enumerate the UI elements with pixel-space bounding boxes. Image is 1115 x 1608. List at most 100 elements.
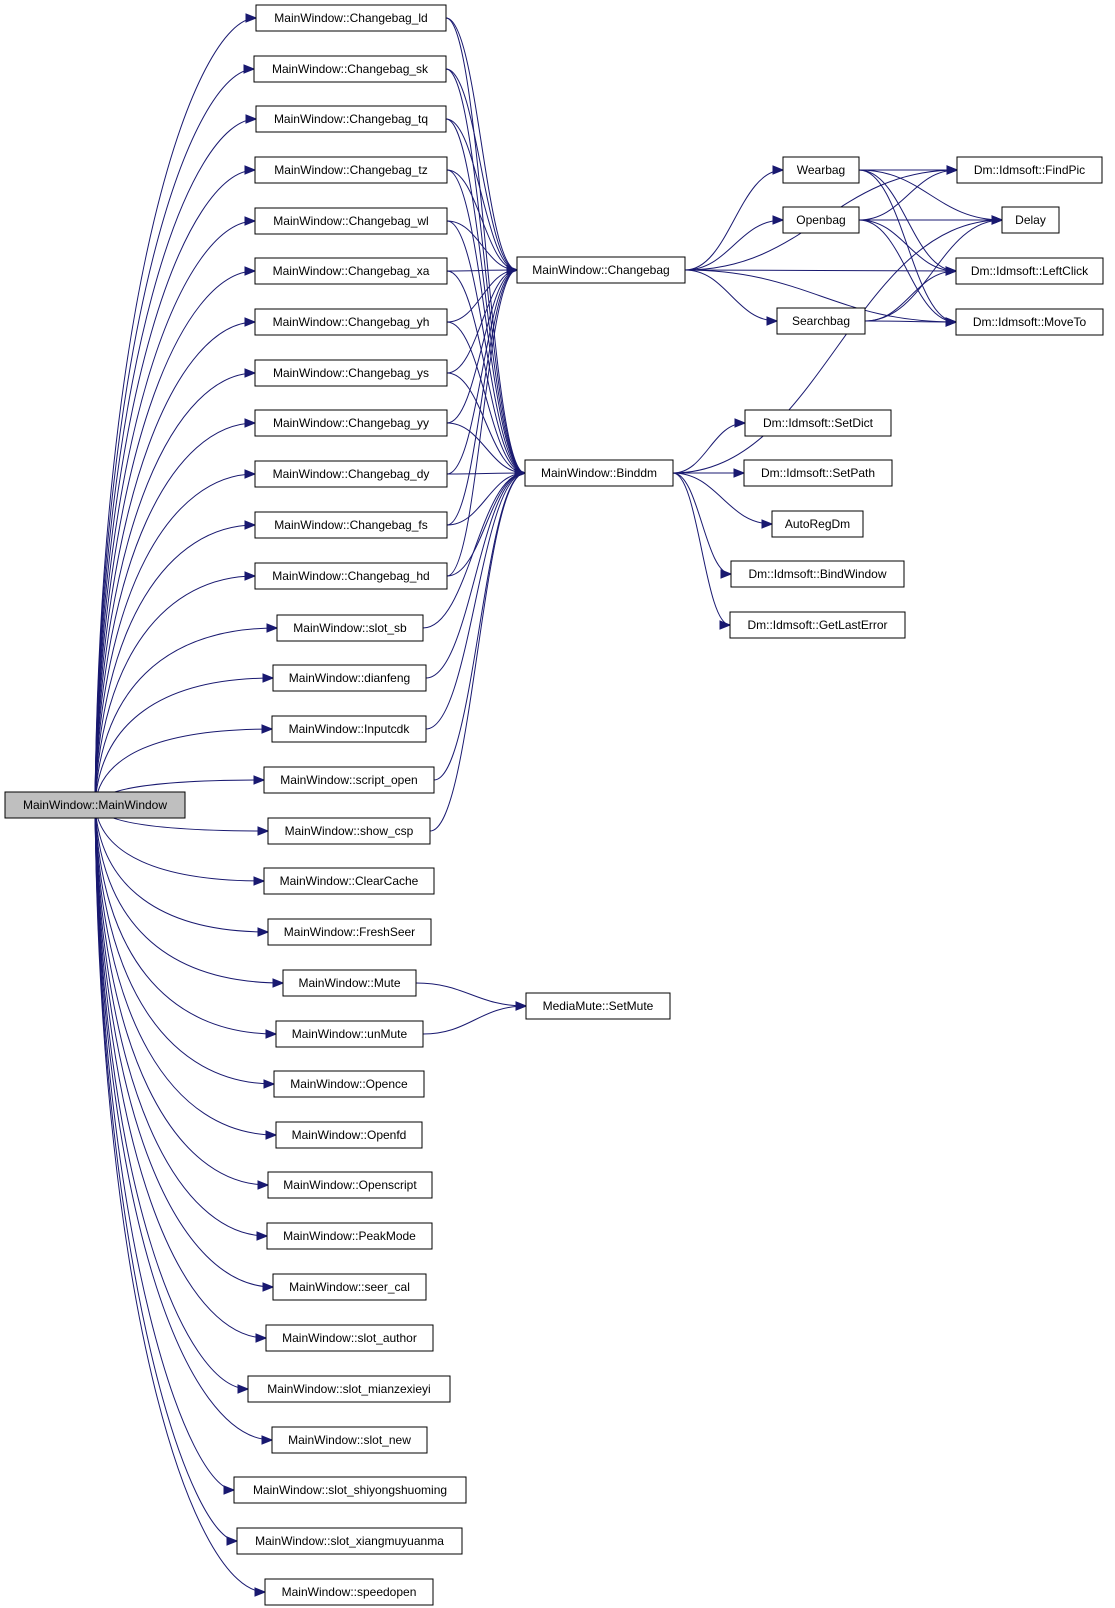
node-speedopen[interactable]: MainWindow::speedopen <box>264 1578 434 1606</box>
node-slot_xiangmu[interactable]: MainWindow::slot_xiangmuyuanma <box>236 1527 463 1555</box>
node-wearbag[interactable]: Wearbag <box>782 156 860 184</box>
edge-changebag-to-searchbag <box>684 269 778 322</box>
node-peakmode[interactable]: MainWindow::PeakMode <box>266 1222 433 1250</box>
node-slot_sb[interactable]: MainWindow::slot_sb <box>276 614 424 642</box>
node-cb_ld[interactable]: MainWindow::Changebag_ld <box>255 4 447 32</box>
node-label-cb_ld: MainWindow::Changebag_ld <box>274 11 427 25</box>
node-script_open[interactable]: MainWindow::script_open <box>263 766 435 794</box>
node-label-autoregdm: AutoRegDm <box>785 517 850 531</box>
arrowhead-changebag-to-wearbag <box>772 165 785 175</box>
node-autoregdm[interactable]: AutoRegDm <box>771 510 864 538</box>
node-slot_author[interactable]: MainWindow::slot_author <box>265 1324 434 1352</box>
edge-root-to-cb_yy <box>94 422 256 806</box>
edge-binddm-to-delay <box>672 219 1003 474</box>
node-unmute[interactable]: MainWindow::unMute <box>275 1020 424 1048</box>
node-label-openbag: Openbag <box>796 213 845 227</box>
edge-cb_ys-to-changebag <box>446 269 518 374</box>
node-slot_shiyong[interactable]: MainWindow::slot_shiyongshuoming <box>233 1476 467 1504</box>
node-label-show_csp: MainWindow::show_csp <box>285 824 414 838</box>
node-cb_yh[interactable]: MainWindow::Changebag_yh <box>254 308 448 336</box>
node-show_csp[interactable]: MainWindow::show_csp <box>267 817 431 845</box>
edge-cb_tz-to-binddm <box>446 169 526 474</box>
arrowhead-root-to-unmute <box>265 1029 278 1039</box>
node-setmute[interactable]: MediaMute::SetMute <box>525 992 671 1020</box>
node-slot_mianze[interactable]: MainWindow::slot_mianzexieyi <box>247 1375 451 1403</box>
node-cb_ys[interactable]: MainWindow::Changebag_ys <box>254 359 448 387</box>
node-inputcdk[interactable]: MainWindow::Inputcdk <box>271 715 427 743</box>
node-label-cb_tq: MainWindow::Changebag_tq <box>274 112 428 126</box>
node-setdict[interactable]: Dm::Idmsoft::SetDict <box>744 409 892 437</box>
node-searchbag[interactable]: Searchbag <box>776 307 866 335</box>
node-cb_wl[interactable]: MainWindow::Changebag_wl <box>254 207 448 235</box>
arrowhead-root-to-cb_fs <box>244 520 257 530</box>
arrowhead-root-to-slot_mianze <box>237 1384 250 1394</box>
node-clearcache[interactable]: MainWindow::ClearCache <box>263 867 435 895</box>
node-label-cb_wl: MainWindow::Changebag_wl <box>273 214 428 228</box>
node-moveto[interactable]: Dm::Idmsoft::MoveTo <box>955 308 1104 336</box>
arrowhead-root-to-opence <box>263 1079 276 1089</box>
node-cb_xa[interactable]: MainWindow::Changebag_xa <box>254 257 448 285</box>
edge-cb_yy-to-binddm <box>446 422 526 474</box>
node-cb_fs[interactable]: MainWindow::Changebag_fs <box>254 511 448 539</box>
node-label-seer_cal: MainWindow::seer_cal <box>289 1280 410 1294</box>
arrowhead-root-to-freshseer <box>257 927 270 937</box>
node-slot_new[interactable]: MainWindow::slot_new <box>271 1426 428 1454</box>
node-box-cb_ys <box>254 359 448 387</box>
node-label-slot_xiangmu: MainWindow::slot_xiangmuyuanma <box>255 1534 444 1548</box>
node-label-setpath: Dm::Idmsoft::SetPath <box>761 466 875 480</box>
node-box-cb_dy <box>254 460 448 488</box>
arrowhead-root-to-openfd <box>265 1130 278 1140</box>
node-freshseer[interactable]: MainWindow::FreshSeer <box>267 918 432 946</box>
node-cb_hd[interactable]: MainWindow::Changebag_hd <box>254 562 448 590</box>
arrowhead-root-to-cb_yy <box>244 418 257 428</box>
arrowhead-root-to-slot_author <box>255 1333 268 1343</box>
edge-root-to-slot_shiyong <box>94 804 235 1491</box>
node-openscript[interactable]: MainWindow::Openscript <box>267 1171 433 1199</box>
node-label-freshseer: MainWindow::FreshSeer <box>284 925 415 939</box>
node-dianfeng[interactable]: MainWindow::dianfeng <box>272 664 427 692</box>
arrowhead-root-to-inputcdk <box>261 724 274 734</box>
node-cb_dy[interactable]: MainWindow::Changebag_dy <box>254 460 448 488</box>
node-cb_yy[interactable]: MainWindow::Changebag_yy <box>254 409 448 437</box>
edge-changebag-to-leftclick <box>684 269 957 272</box>
node-findpic[interactable]: Dm::Idmsoft::FindPic <box>956 156 1103 184</box>
node-root[interactable]: MainWindow::MainWindow <box>4 791 186 819</box>
edge-inputcdk-to-binddm <box>425 472 526 730</box>
node-setpath[interactable]: Dm::Idmsoft::SetPath <box>743 459 893 487</box>
node-cb_tq[interactable]: MainWindow::Changebag_tq <box>255 105 447 133</box>
node-box-delay <box>1001 206 1060 234</box>
node-box-cb_wl <box>254 207 448 235</box>
node-getlasterror[interactable]: Dm::Idmsoft::GetLastError <box>729 611 906 639</box>
node-delay[interactable]: Delay <box>1001 206 1060 234</box>
arrowhead-binddm-to-getlasterror <box>719 620 732 630</box>
node-box-findpic <box>956 156 1103 184</box>
node-openbag[interactable]: Openbag <box>782 206 860 234</box>
node-mute[interactable]: MainWindow::Mute <box>282 969 417 997</box>
node-changebag[interactable]: MainWindow::Changebag <box>516 256 686 284</box>
node-binddm[interactable]: MainWindow::Binddm <box>524 459 674 487</box>
arrowhead-root-to-cb_dy <box>244 469 257 479</box>
edge-mute-to-setmute <box>415 982 527 1007</box>
edge-cb_ld-to-changebag <box>445 17 518 271</box>
edge-binddm-to-setdict <box>672 422 746 474</box>
arrowhead-binddm-to-bindwindow <box>720 569 733 579</box>
node-cb_sk[interactable]: MainWindow::Changebag_sk <box>253 55 447 83</box>
arrowhead-show_csp-to-binddm <box>514 468 527 478</box>
arrowhead-searchbag-to-moveto <box>945 317 958 327</box>
arrowhead-binddm-to-autoregdm <box>761 519 774 529</box>
node-opence[interactable]: MainWindow::Opence <box>273 1070 425 1098</box>
node-seer_cal[interactable]: MainWindow::seer_cal <box>272 1273 427 1301</box>
node-leftclick[interactable]: Dm::Idmsoft::LeftClick <box>955 257 1104 285</box>
edge-script_open-to-binddm <box>433 472 526 781</box>
node-bindwindow[interactable]: Dm::Idmsoft::BindWindow <box>730 560 905 588</box>
node-label-opence: MainWindow::Opence <box>290 1077 408 1091</box>
node-openfd[interactable]: MainWindow::Openfd <box>275 1121 423 1149</box>
arrowhead-root-to-slot_new <box>261 1435 274 1445</box>
node-cb_tz[interactable]: MainWindow::Changebag_tz <box>254 156 448 184</box>
arrowhead-root-to-cb_hd <box>244 571 257 581</box>
node-label-root: MainWindow::MainWindow <box>23 798 167 812</box>
edge-root-to-slot_mianze <box>94 804 249 1390</box>
node-label-clearcache: MainWindow::ClearCache <box>280 874 419 888</box>
arrowhead-binddm-to-setdict <box>734 418 747 428</box>
